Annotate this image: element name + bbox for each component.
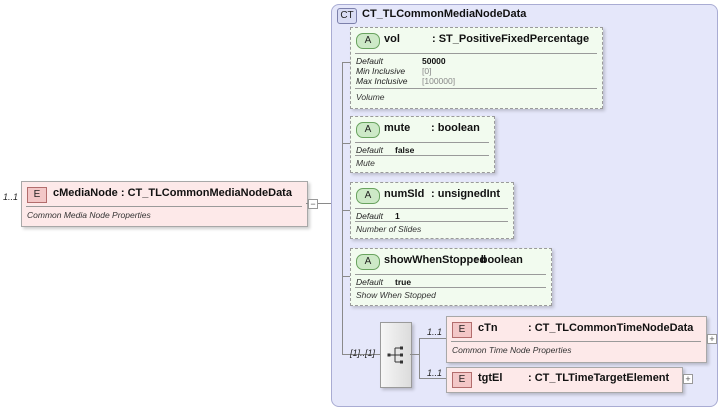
complex-type-name: CT_TLCommonMediaNodeData bbox=[362, 8, 527, 20]
attribute-type: : unsignedInt bbox=[431, 188, 501, 200]
attribute-doc: Number of Slides bbox=[356, 224, 422, 234]
child-element-type: : CT_TLCommonTimeNodeData bbox=[528, 322, 694, 334]
facet-value: false bbox=[395, 145, 415, 155]
connector bbox=[419, 338, 447, 339]
connector bbox=[410, 354, 420, 355]
expand-toggle[interactable]: + bbox=[683, 374, 693, 384]
sequence-icon bbox=[387, 346, 403, 364]
attribute-doc: Show When Stopped bbox=[356, 290, 436, 300]
attribute-doc: Volume bbox=[356, 92, 385, 102]
attribute-badge: A bbox=[356, 254, 380, 270]
element-badge: E bbox=[452, 372, 472, 388]
attribute-name: mute bbox=[384, 122, 411, 134]
facet-value: true bbox=[395, 277, 412, 287]
attribute-badge: A bbox=[356, 33, 380, 49]
attribute-name: showWhenStopped bbox=[384, 254, 487, 266]
attribute-mute[interactable]: A mute : boolean Default false Mute bbox=[350, 116, 495, 173]
attribute-name: numSld bbox=[384, 188, 425, 200]
divider bbox=[355, 208, 508, 209]
connector bbox=[342, 143, 351, 144]
child-element-type: : CT_TLTimeTargetElement bbox=[528, 372, 670, 384]
attribute-numSld[interactable]: A numSld : unsignedInt Default 1 Number … bbox=[350, 182, 514, 239]
root-element-name: cMediaNode : CT_TLCommonMediaNodeData bbox=[53, 187, 292, 199]
element-badge: E bbox=[452, 322, 472, 338]
sequence-cardinality: [1]..[1] bbox=[350, 348, 376, 358]
complex-type-badge: CT bbox=[337, 8, 357, 24]
attribute-showWhenStopped[interactable]: A showWhenStopped : boolean Default true… bbox=[350, 248, 552, 306]
child-element-tgtEl[interactable]: E tgtEl : CT_TLTimeTargetElement bbox=[446, 367, 683, 393]
root-element-cMediaNode[interactable]: E cMediaNode : CT_TLCommonMediaNodeData … bbox=[21, 181, 308, 227]
attribute-vol[interactable]: A vol : ST_PositiveFixedPercentage Defau… bbox=[350, 27, 603, 109]
child-element-name: tgtEl bbox=[478, 372, 503, 384]
attribute-doc: Mute bbox=[356, 158, 375, 168]
divider bbox=[355, 287, 546, 288]
spine-connector bbox=[342, 62, 343, 354]
facet-value: [100000] bbox=[422, 76, 456, 86]
child-element-name: cTn bbox=[478, 322, 498, 334]
connector bbox=[342, 62, 351, 63]
facet-value: [0] bbox=[422, 66, 432, 76]
attribute-badge: A bbox=[356, 188, 380, 204]
element-badge: E bbox=[27, 187, 47, 203]
connector bbox=[419, 338, 420, 379]
root-doc: Common Media Node Properties bbox=[27, 210, 151, 220]
child-cardinality: 1..1 bbox=[427, 368, 443, 378]
attribute-badge: A bbox=[356, 122, 380, 138]
facet-label: Default bbox=[356, 56, 383, 66]
attribute-type: : ST_PositiveFixedPercentage bbox=[432, 33, 590, 45]
facet-value: 50000 bbox=[422, 56, 446, 66]
facet-value: 1 bbox=[395, 211, 400, 221]
divider bbox=[451, 341, 701, 342]
connector bbox=[342, 210, 351, 211]
child-element-cTn[interactable]: E cTn : CT_TLCommonTimeNodeData Common T… bbox=[446, 316, 707, 363]
facet-label: Default bbox=[356, 211, 383, 221]
divider bbox=[355, 221, 508, 222]
connector bbox=[419, 378, 447, 379]
facet-label: Min Inclusive bbox=[356, 66, 406, 76]
divider bbox=[355, 274, 546, 275]
divider bbox=[355, 142, 489, 143]
sequence-compositor[interactable] bbox=[380, 322, 412, 388]
divider bbox=[355, 53, 597, 54]
divider bbox=[26, 206, 302, 207]
attribute-name: vol bbox=[384, 33, 400, 45]
expand-toggle[interactable]: + bbox=[707, 334, 717, 344]
facet-label: Default bbox=[356, 277, 383, 287]
connector bbox=[306, 203, 309, 204]
divider bbox=[355, 155, 489, 156]
collapse-toggle[interactable]: − bbox=[308, 199, 318, 209]
attribute-type: : boolean bbox=[474, 254, 523, 266]
attribute-type: : boolean bbox=[431, 122, 480, 134]
child-doc: Common Time Node Properties bbox=[452, 345, 572, 355]
facet-label: Default bbox=[356, 145, 383, 155]
root-cardinality: 1..1 bbox=[3, 192, 19, 202]
connector bbox=[342, 354, 380, 355]
divider bbox=[355, 88, 597, 89]
connector bbox=[318, 203, 331, 204]
child-cardinality: 1..1 bbox=[427, 327, 443, 337]
facet-label: Max Inclusive bbox=[356, 76, 408, 86]
connector bbox=[342, 276, 351, 277]
